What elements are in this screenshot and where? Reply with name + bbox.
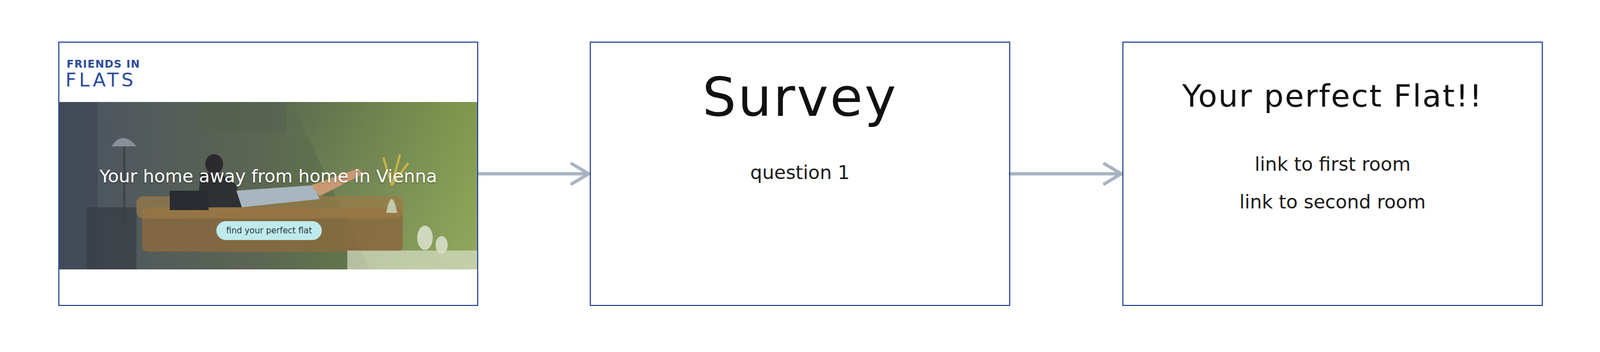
page-title: Your perfect Flat!! — [1182, 79, 1483, 113]
result-page-box: Your perfect Flat!! link to first room lin… — [1122, 41, 1543, 307]
button-label: find your perfect flat — [226, 225, 313, 236]
room-link: link to first room — [1254, 153, 1411, 176]
logo-text: FRIENDS IN — [66, 57, 141, 70]
flow-arrow — [478, 164, 589, 185]
page-title: Survey — [702, 66, 898, 130]
survey-page-box: Survey question 1 — [589, 41, 1011, 307]
logo-wordmark: FLATS — [65, 68, 136, 91]
question-text: question 1 — [750, 161, 850, 185]
room-link: link to second room — [1239, 190, 1426, 214]
call-to-action-button: find your perfect flat — [216, 221, 323, 241]
hero-tagline: Your home away from home in Vienna — [99, 165, 438, 187]
flow-arrow — [1010, 164, 1122, 185]
